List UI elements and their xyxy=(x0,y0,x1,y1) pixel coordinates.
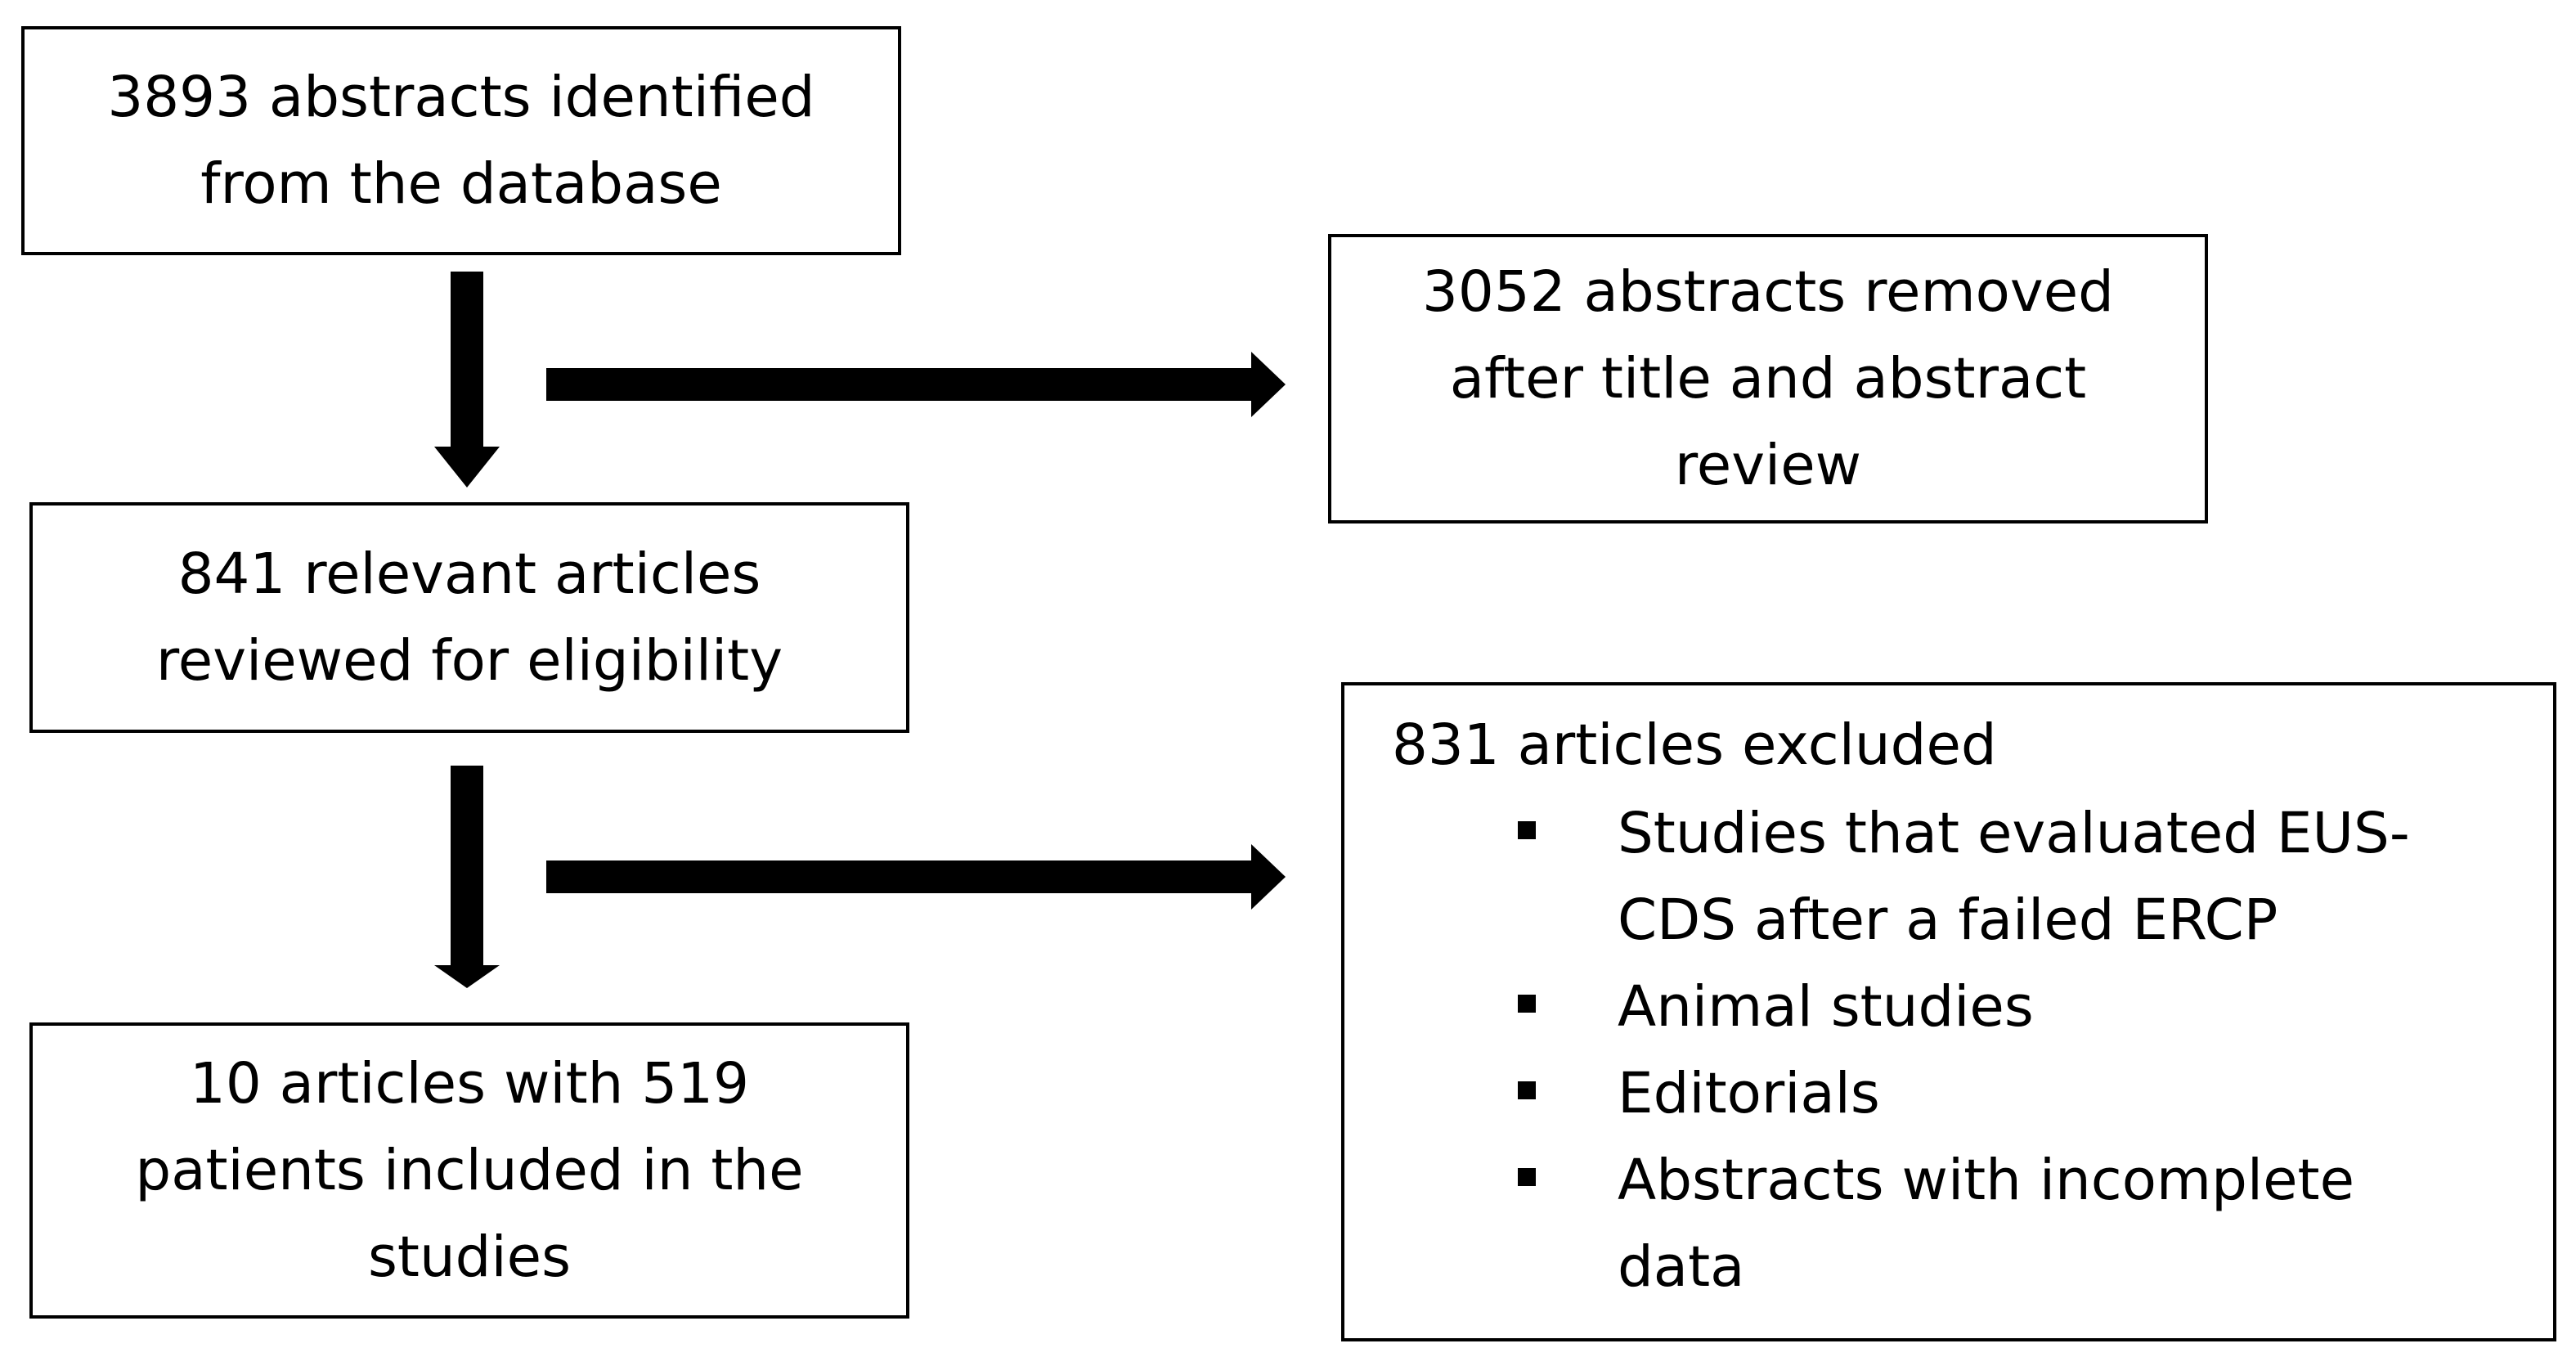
abstracts-removed-box: 3052 abstracts removed after title and a… xyxy=(1328,234,2208,523)
exclusion-reason-item: Animal studies xyxy=(1344,964,2410,1050)
articles-included-box: 10 articles with 519 patients included i… xyxy=(29,1022,909,1319)
square-bullet-icon xyxy=(1518,1081,1536,1099)
abstracts-identified-box: 3893 abstracts identified from the datab… xyxy=(21,26,901,255)
reason-text-line: Animal studies xyxy=(1618,974,2034,1040)
reason-text-line: CDS after a failed ERCP xyxy=(1618,887,2278,953)
box-text-line: 841 relevant articles xyxy=(177,541,761,607)
arrow-to-excluded xyxy=(546,844,1286,910)
arrow-identified-to-eligible xyxy=(434,272,500,488)
reason-text-line: Editorials xyxy=(1618,1061,1880,1126)
articles-excluded-box: 831 articles excluded Studies that evalu… xyxy=(1341,682,2556,1341)
arrow-eligible-to-included xyxy=(434,766,500,988)
reason-text-line: Studies that evaluated EUS- xyxy=(1618,801,2410,866)
box-text-line: 10 articles with 519 xyxy=(189,1051,750,1117)
box-text-line: reviewed for eligibility xyxy=(155,628,783,694)
reason-text-line: data xyxy=(1618,1234,1745,1300)
exclusion-reason-item: Studies that evaluated EUS- CDS after a … xyxy=(1344,790,2410,964)
box-text-line: after title and abstract xyxy=(1449,346,2087,411)
excluded-heading: 831 articles excluded xyxy=(1392,712,1997,778)
square-bullet-icon xyxy=(1518,821,1536,839)
reason-text-line: Abstracts with incomplete xyxy=(1618,1148,2355,1213)
arrow-to-removed xyxy=(546,352,1286,417)
box-text-line: patients included in the xyxy=(135,1138,804,1203)
articles-eligibility-box: 841 relevant articles reviewed for eligi… xyxy=(29,502,909,733)
box-text-line: review xyxy=(1674,433,1862,498)
box-text-line: studies xyxy=(367,1224,572,1290)
square-bullet-icon xyxy=(1518,995,1536,1013)
exclusion-reason-item: Editorials xyxy=(1344,1050,2410,1137)
box-text-line: 3893 abstracts identified xyxy=(107,65,815,130)
box-text-line: from the database xyxy=(200,151,722,217)
square-bullet-icon xyxy=(1518,1168,1536,1186)
box-text-line: 3052 abstracts removed xyxy=(1422,259,2114,325)
exclusion-reason-item: Abstracts with incomplete data xyxy=(1344,1137,2410,1310)
exclusion-reasons-list: Studies that evaluated EUS- CDS after a … xyxy=(1344,790,2410,1310)
